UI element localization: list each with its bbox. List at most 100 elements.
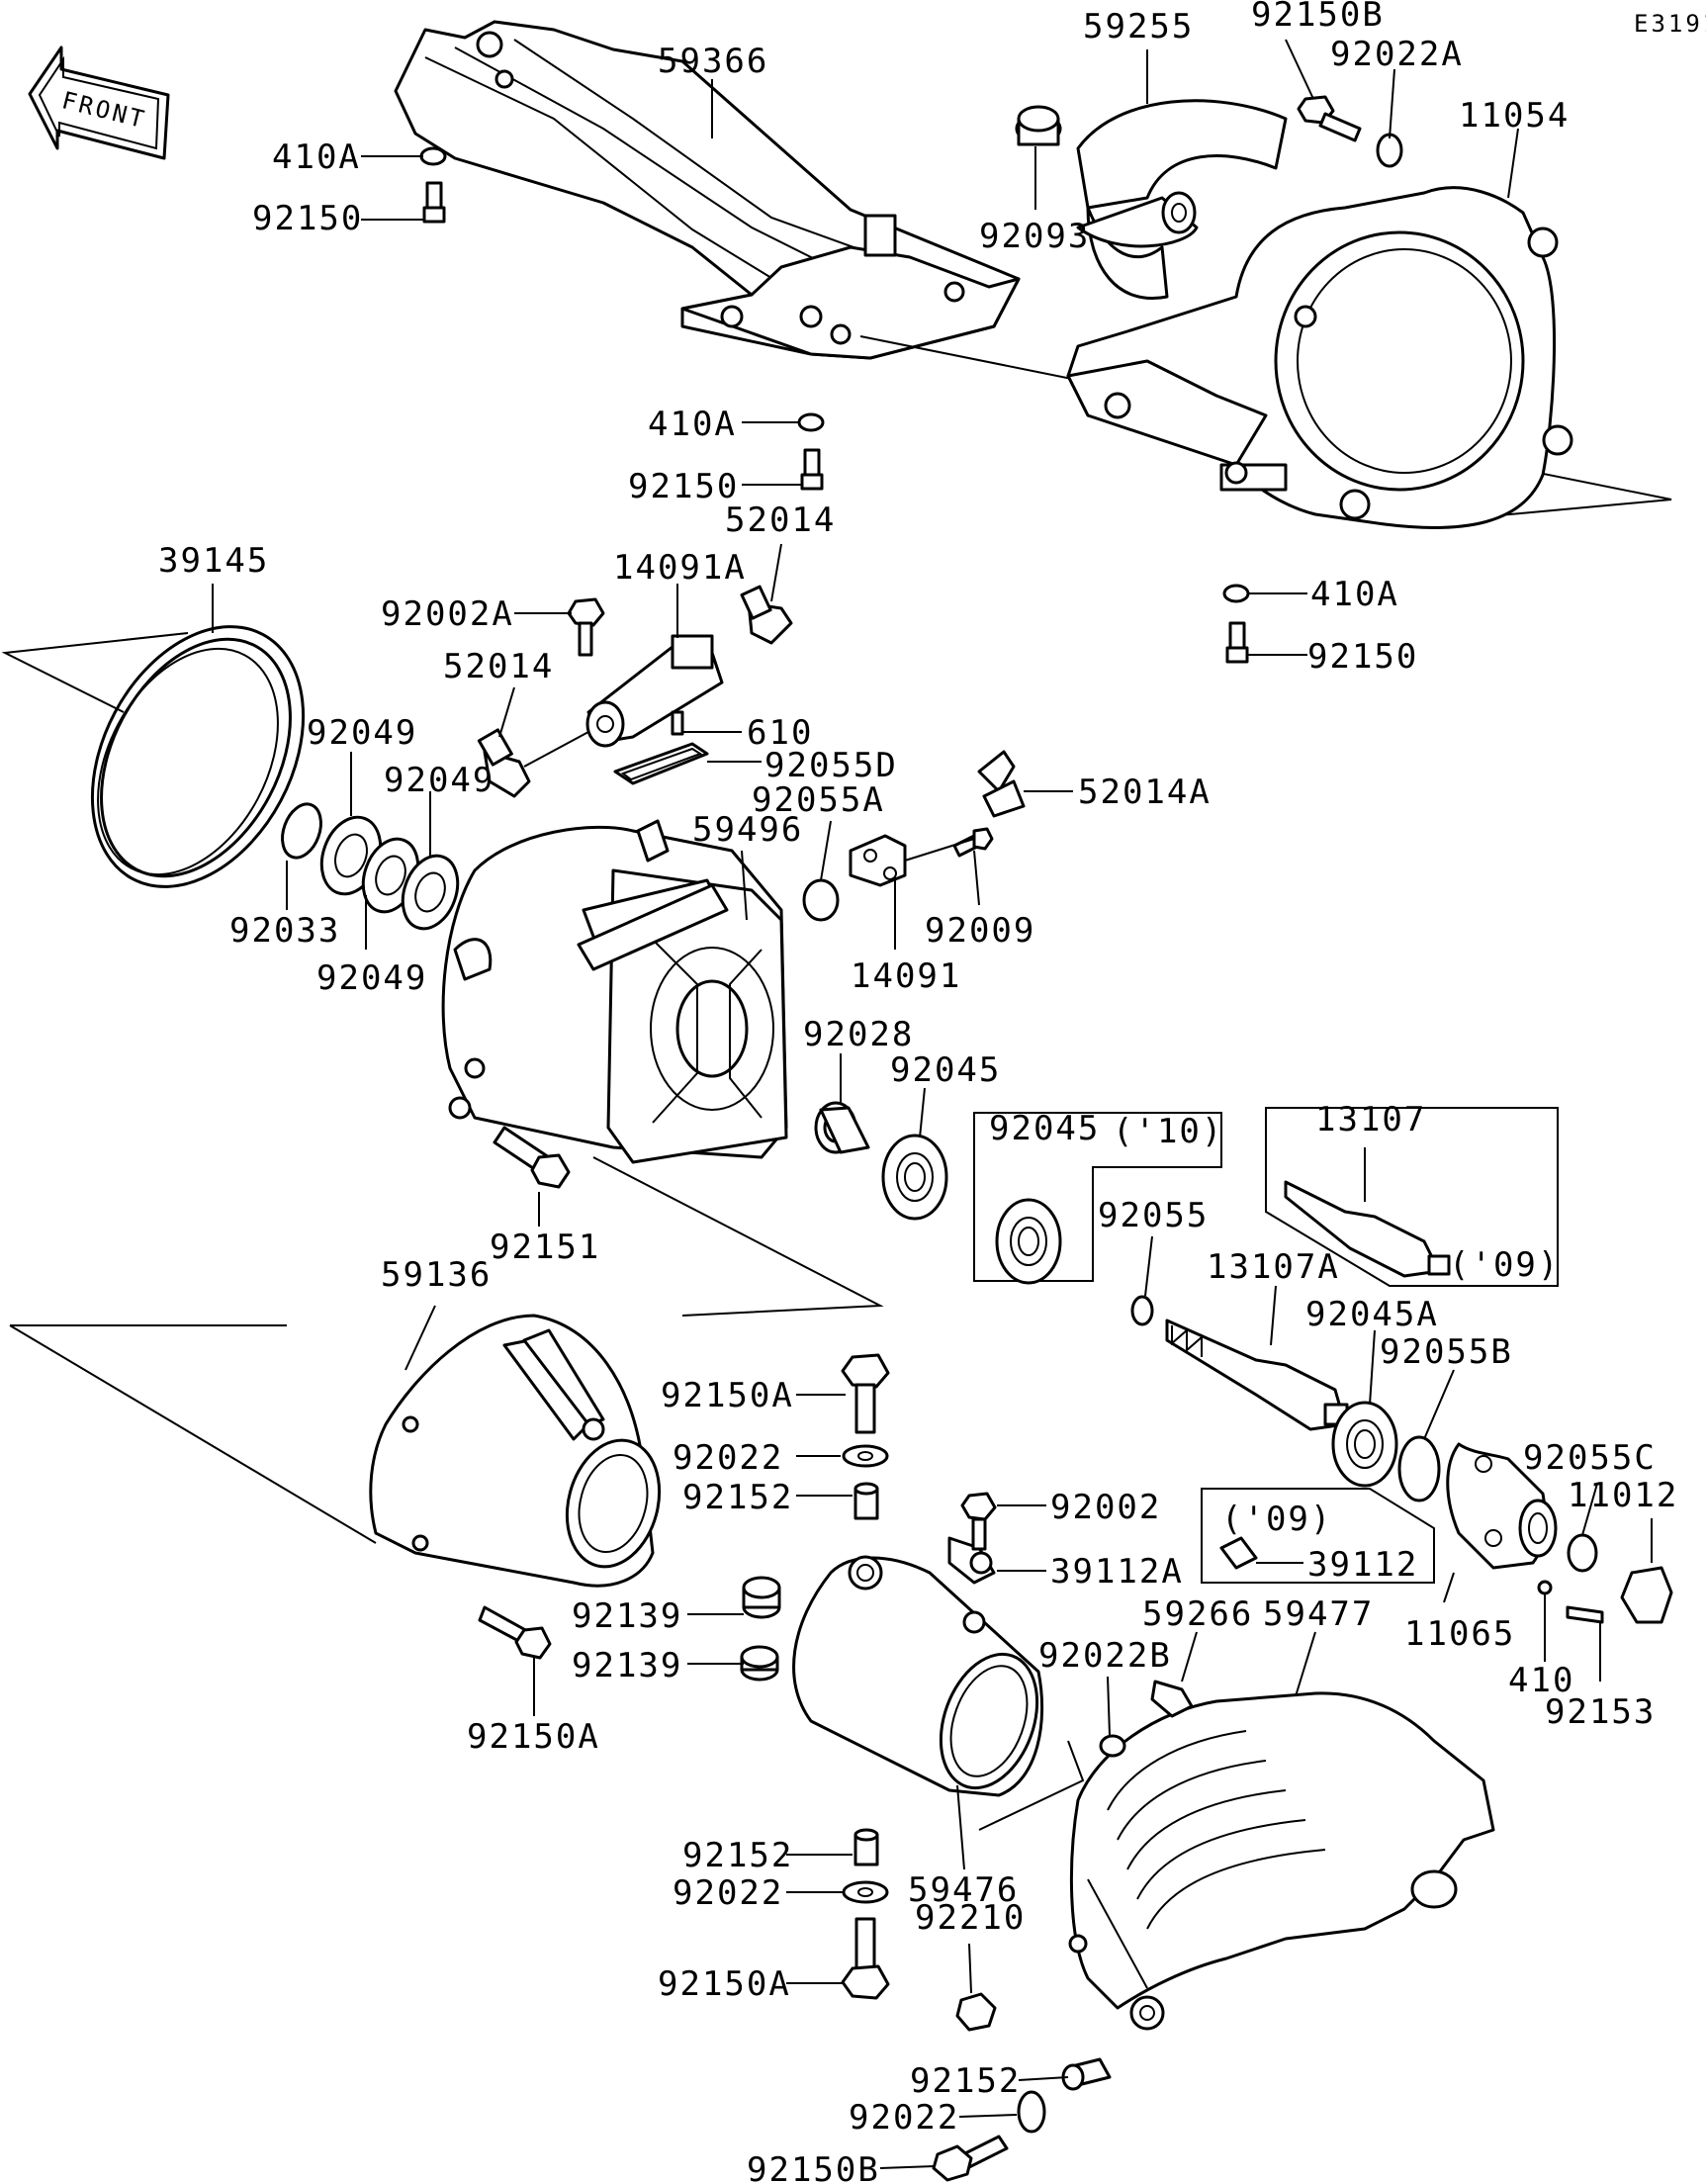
bolt-92150-top xyxy=(422,181,446,224)
impeller-housing-59496 xyxy=(441,819,788,1164)
label-92022B: 92022B xyxy=(1038,1636,1172,1676)
washer-410A-top xyxy=(419,146,447,166)
washer-410 xyxy=(1537,1580,1553,1595)
washer-92022-mid xyxy=(842,1880,889,1904)
label-92009: 92009 xyxy=(925,911,1035,951)
label-92022-mid: 92022 xyxy=(673,1873,783,1913)
label-92049-a: 92049 xyxy=(307,713,417,753)
washer-92022-bottom xyxy=(1017,2090,1046,2134)
label-92139-top: 92139 xyxy=(572,1596,682,1636)
elbow-52014A xyxy=(977,750,1026,818)
washer-410A-right xyxy=(1222,584,1250,603)
label-59255: 59255 xyxy=(1083,7,1194,46)
label-52014-top: 52014 xyxy=(725,500,836,540)
wear-ring-39145 xyxy=(90,625,306,888)
label-92151: 92151 xyxy=(490,1228,600,1267)
label-410: 410 xyxy=(1508,1661,1574,1700)
nut-92210 xyxy=(955,1992,997,2032)
washer-92022A xyxy=(1376,133,1403,168)
cover-14091 xyxy=(849,834,907,887)
front-arrow-badge: FRONT xyxy=(28,46,170,160)
label-59136: 59136 xyxy=(381,1255,492,1295)
label-92049-c: 92049 xyxy=(316,958,427,998)
label-92139-bottom: 92139 xyxy=(572,1646,682,1685)
oring-92055B xyxy=(1397,1435,1441,1502)
bushing-92139-top xyxy=(742,1576,781,1619)
label-11065: 11065 xyxy=(1404,1614,1515,1654)
label-92152-top: 92152 xyxy=(682,1478,793,1517)
label-92045-box: 92045 xyxy=(989,1109,1100,1148)
collar-92152-mid xyxy=(853,1828,879,1866)
collar-92152-top xyxy=(853,1482,879,1520)
bolt-92150A-bottom xyxy=(841,1917,890,2000)
bolt-92150A-top xyxy=(841,1353,890,1434)
label-14091A: 14091A xyxy=(613,548,747,588)
washer-92022-top xyxy=(842,1444,889,1468)
label-13107: 13107 xyxy=(1315,1100,1426,1139)
label-59496: 59496 xyxy=(692,810,803,850)
screw-92153 xyxy=(1566,1605,1604,1624)
cap-11065 xyxy=(1446,1442,1558,1570)
label-92022-bottom: 92022 xyxy=(849,2098,959,2138)
gasket-92055D xyxy=(613,742,709,785)
label-13107A: 13107A xyxy=(1207,1247,1340,1287)
label-52014A: 52014A xyxy=(1078,773,1212,812)
bolt-92002 xyxy=(960,1492,997,1551)
bolt-92150-mid xyxy=(800,448,824,491)
label-39112A: 39112A xyxy=(1050,1552,1184,1592)
elbow-52014-top xyxy=(740,585,793,645)
bolt-92150A-left xyxy=(478,1605,552,1660)
label-note-09-b: ('09) xyxy=(1221,1500,1332,1539)
label-92002A: 92002A xyxy=(381,594,514,634)
label-39112: 39112 xyxy=(1307,1545,1418,1585)
pivot-59266 xyxy=(1150,1680,1194,1718)
sensor-plate-59496-strip xyxy=(577,883,729,971)
seals-92049 xyxy=(319,815,460,931)
bolt-92002A xyxy=(567,597,605,657)
label-92028: 92028 xyxy=(803,1015,914,1054)
nozzle-59136 xyxy=(369,1314,662,1588)
label-52014-left: 52014 xyxy=(443,647,554,686)
shaft-13107A xyxy=(1165,1319,1349,1431)
pin-610 xyxy=(671,710,684,736)
bearing-92045A xyxy=(1331,1401,1398,1488)
label-92022A: 92022A xyxy=(1330,35,1464,74)
label-92033: 92033 xyxy=(229,911,340,951)
label-92022-top: 92022 xyxy=(673,1438,783,1478)
label-410A-right: 410A xyxy=(1310,575,1399,614)
label-59476: 59476 xyxy=(908,1870,1019,1910)
label-92093: 92093 xyxy=(979,217,1090,256)
bolt-92150-right xyxy=(1225,621,1249,664)
washer-410A-mid xyxy=(797,412,825,432)
label-610: 610 xyxy=(747,713,813,753)
bushing-92028 xyxy=(814,1101,870,1154)
variant-box-2010 xyxy=(973,1112,1222,1285)
label-92055A: 92055A xyxy=(752,780,885,820)
label-14091: 14091 xyxy=(851,956,961,996)
label-92055B: 92055B xyxy=(1380,1332,1513,1372)
diagram-code: E3191 xyxy=(1634,10,1706,38)
label-11012: 11012 xyxy=(1568,1476,1678,1515)
label-92153: 92153 xyxy=(1545,1692,1656,1732)
bearing-92045 xyxy=(881,1134,948,1221)
label-92210: 92210 xyxy=(915,1898,1026,1938)
bushing-92139-bottom xyxy=(740,1645,779,1682)
label-note-09-a: ('09) xyxy=(1449,1245,1560,1285)
label-note-10: ('10) xyxy=(1113,1112,1223,1151)
label-92049-b: 92049 xyxy=(384,761,494,800)
washer-92022B xyxy=(1099,1734,1126,1758)
label-11054: 11054 xyxy=(1459,96,1570,136)
label-39145: 39145 xyxy=(158,541,269,581)
label-59366: 59366 xyxy=(658,42,768,81)
water-fitting-14091A xyxy=(585,634,724,748)
leader-lines xyxy=(212,39,1653,2169)
ride-plate-59366 xyxy=(394,20,1021,360)
label-92150B-top: 92150B xyxy=(1251,0,1385,35)
label-92150-right: 92150 xyxy=(1307,637,1418,677)
variant-box-2009-lever xyxy=(1201,1488,1435,1584)
oring-92055 xyxy=(1130,1295,1154,1326)
label-410A-top: 410A xyxy=(272,137,361,177)
label-92150A-bottom: 92150A xyxy=(658,1964,791,2004)
label-92150A-left: 92150A xyxy=(467,1717,600,1757)
